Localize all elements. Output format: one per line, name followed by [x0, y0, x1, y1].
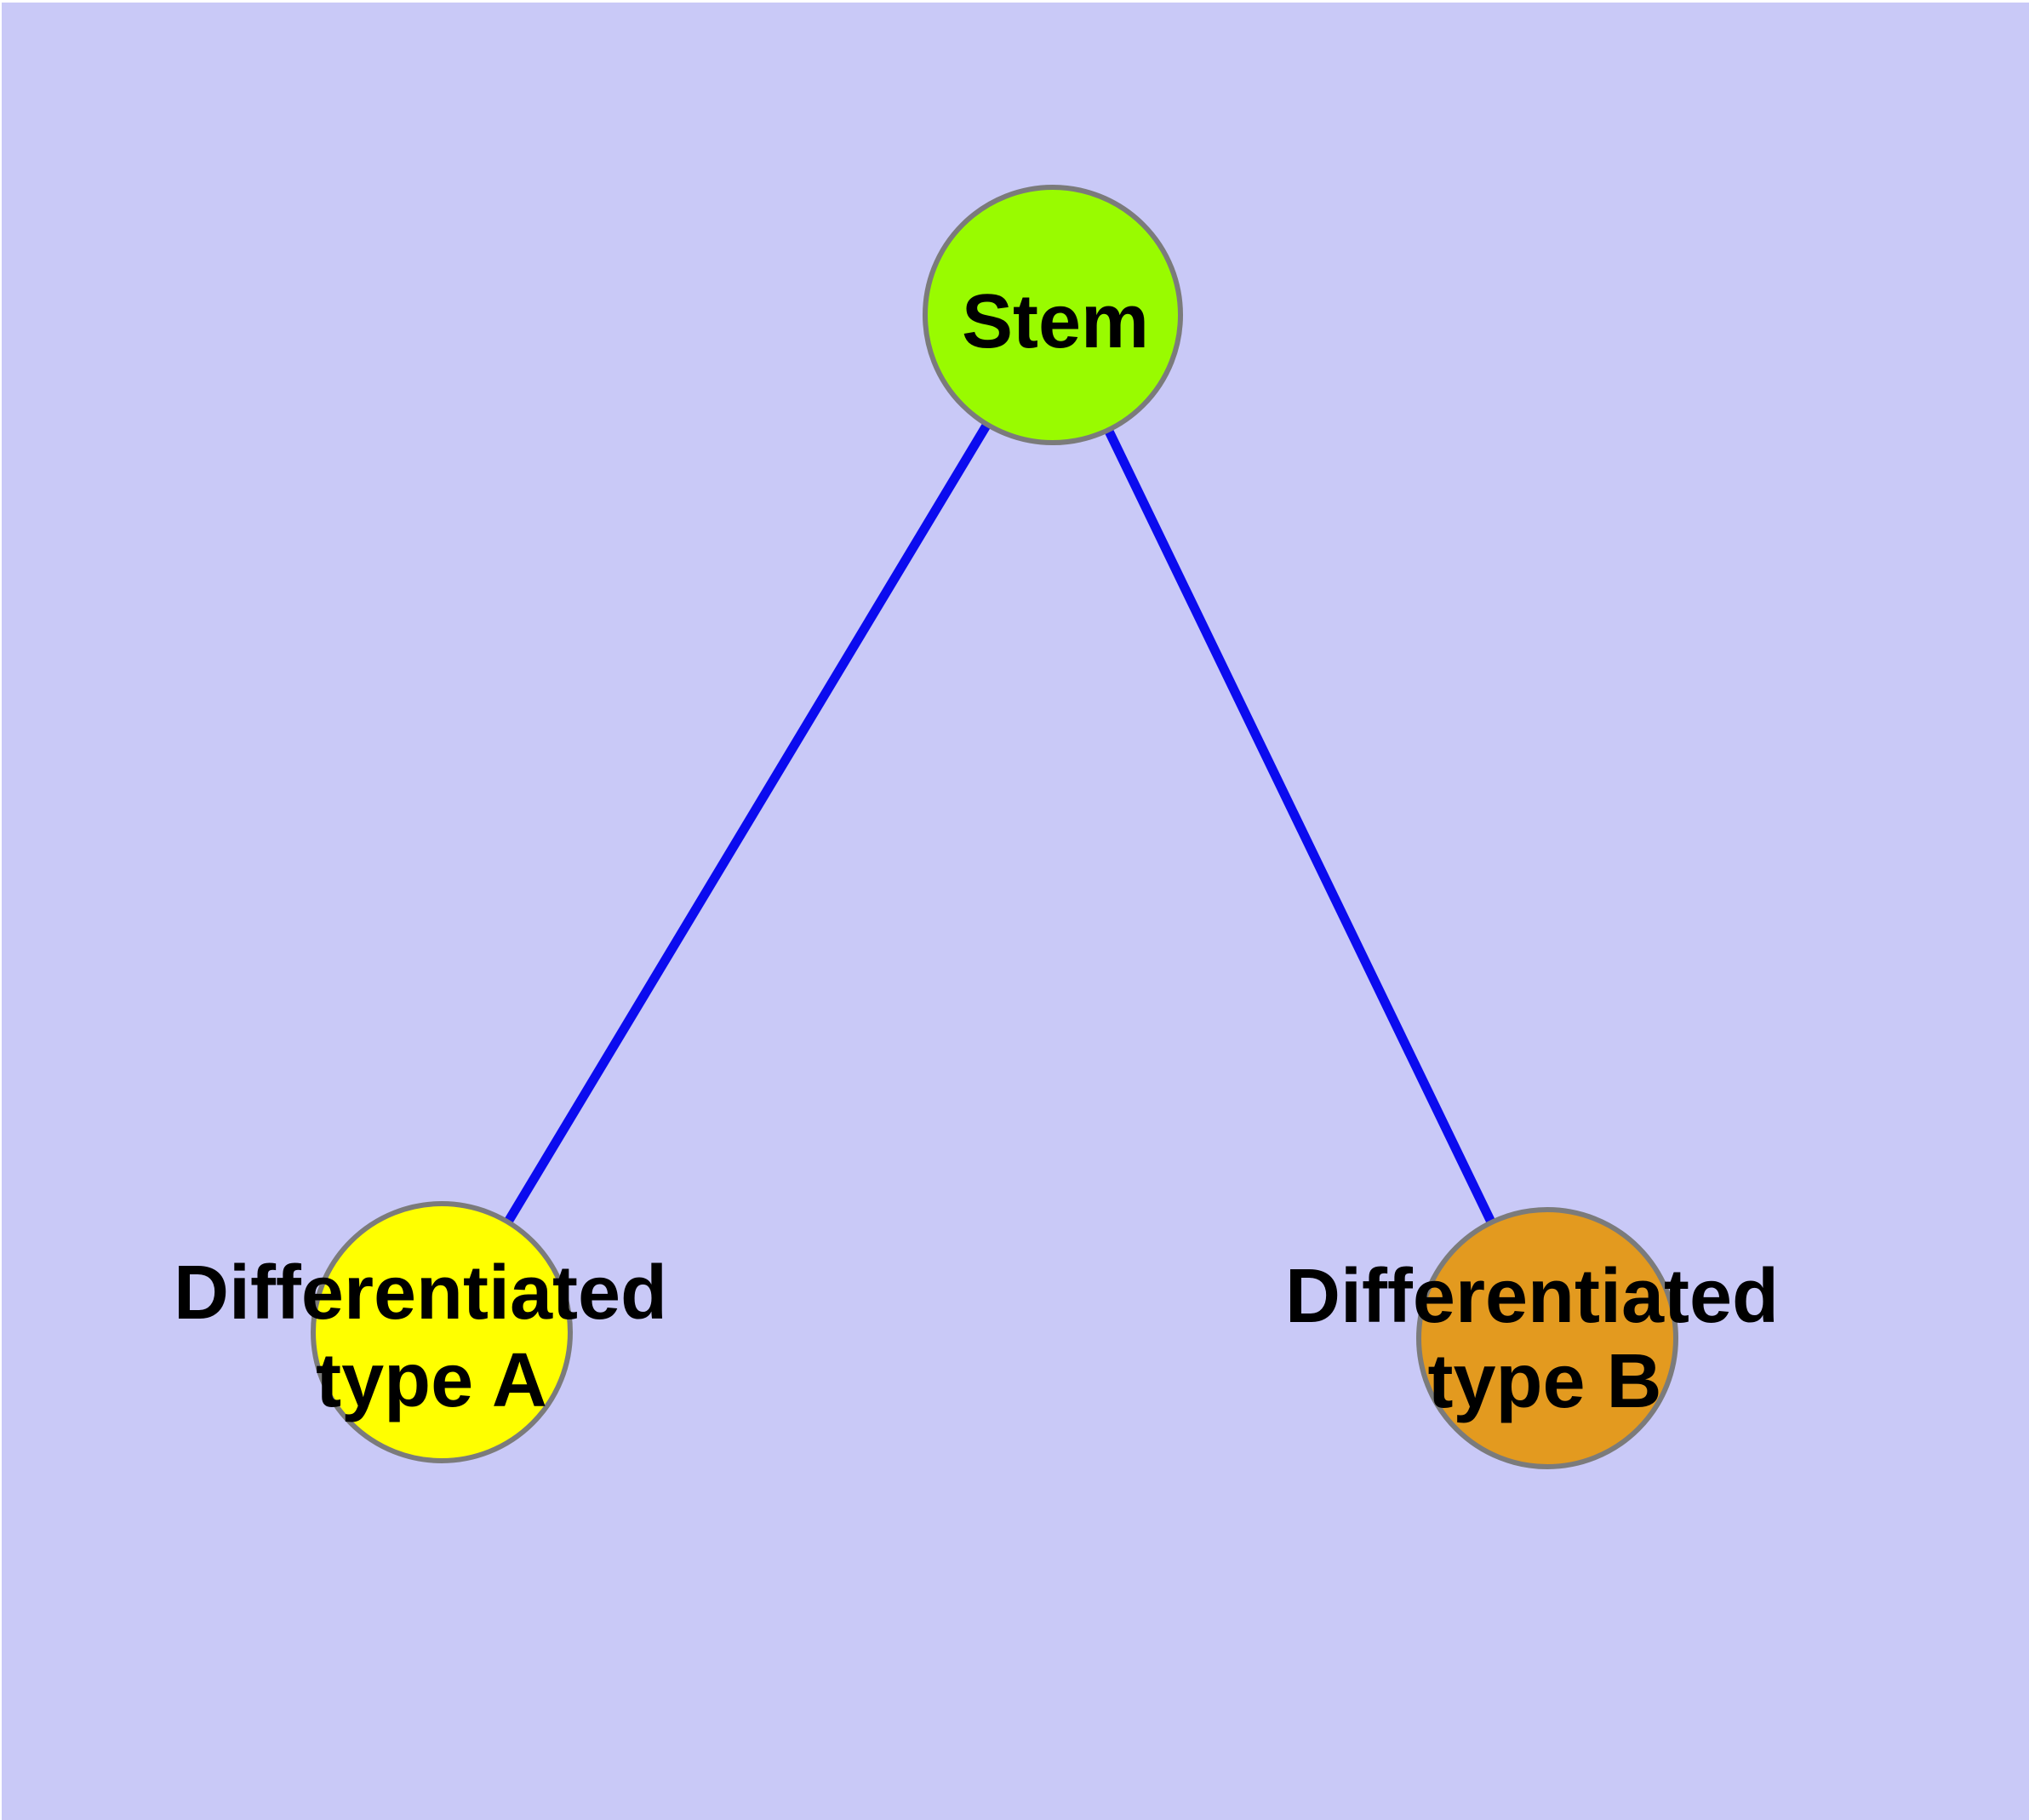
typeA-node-circle [311, 1201, 573, 1463]
typeA-node-label-line2: type A [316, 1338, 547, 1423]
edge-stem-to-typeB [1049, 312, 1552, 1341]
typeB-node-circle [1416, 1207, 1678, 1469]
edge-stem-to-typeA [437, 312, 1057, 1335]
typeB-node-label-line2: type B [1427, 1339, 1661, 1424]
stem-node-label: Stem [962, 279, 1149, 364]
typeA-node-label-line1: Differentiated [174, 1251, 667, 1336]
typeB-node-label-line1: Differentiated [1285, 1254, 1779, 1339]
stem-node-circle [923, 185, 1183, 445]
